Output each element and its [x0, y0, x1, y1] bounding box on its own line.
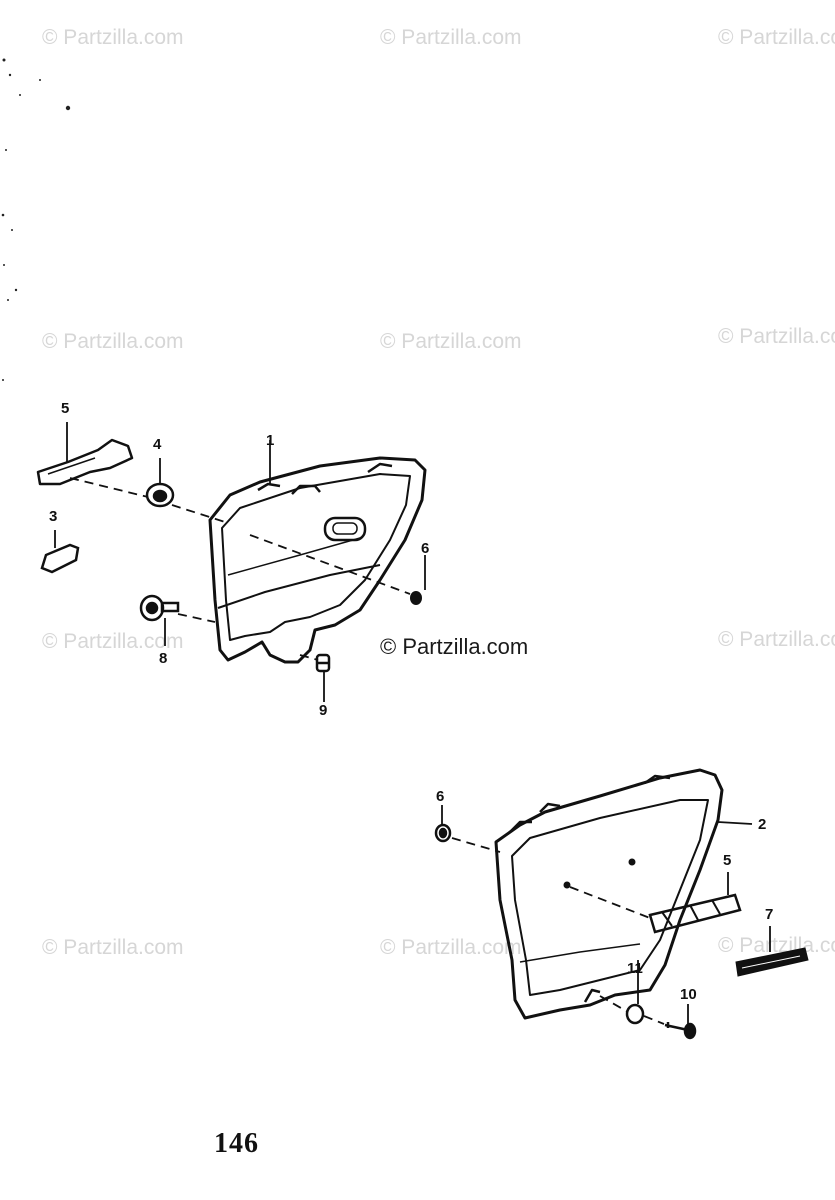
watermark: © Partzilla.com — [380, 26, 522, 49]
callout-9: 9 — [319, 702, 328, 719]
part-5-emblem-lower — [648, 893, 742, 934]
callout-11: 11 — [627, 960, 643, 977]
part-6-rubber-upper — [410, 591, 422, 605]
part-8-lock — [139, 594, 180, 622]
part-3-plate — [40, 543, 80, 574]
callout-4: 4 — [153, 436, 162, 453]
watermark: © Partzilla.com — [718, 26, 835, 49]
callout-10: 10 — [680, 986, 697, 1003]
callout-6: 6 — [436, 788, 445, 805]
callout-3: 3 — [49, 508, 58, 525]
callout-2: 2 — [758, 816, 767, 833]
watermark: © Partzilla.com — [718, 325, 835, 348]
right-side-cover — [494, 768, 724, 1020]
watermark-center: © Partzilla.com — [380, 634, 529, 659]
watermark: © Partzilla.com — [42, 26, 184, 49]
watermark: © Partzilla.com — [718, 628, 835, 651]
callout-5: 5 — [723, 852, 732, 869]
watermark: © Partzilla.com — [380, 330, 522, 353]
part-6-rubber-lower — [434, 823, 452, 843]
part-10-screw — [664, 1022, 697, 1040]
watermark: © Partzilla.com — [42, 330, 184, 353]
page-number: 146 — [214, 1128, 259, 1159]
callout-7: 7 — [765, 906, 774, 923]
watermark: © Partzilla.com — [380, 936, 522, 959]
callout-8: 8 — [159, 650, 168, 667]
part-9-fastener — [315, 653, 331, 673]
callout-6: 6 — [421, 540, 430, 557]
callout-1: 1 — [266, 432, 275, 449]
left-side-cover — [208, 456, 427, 664]
watermark: © Partzilla.com — [42, 630, 184, 653]
leader-lines-lower — [441, 805, 771, 1025]
part-11-grommet — [625, 1003, 645, 1025]
part-4-grommet — [145, 482, 175, 508]
leader-lines-upper — [54, 422, 426, 702]
watermark: © Partzilla.com — [42, 936, 184, 959]
part-5-bracket-upper — [36, 438, 134, 486]
callout-5: 5 — [61, 400, 70, 417]
scan-specks — [1, 58, 71, 381]
